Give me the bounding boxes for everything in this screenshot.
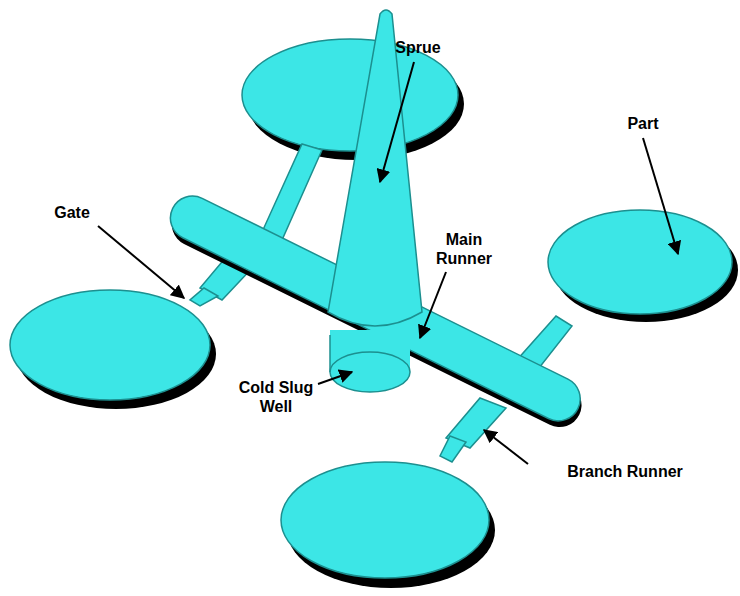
leader-arrow: [643, 138, 678, 254]
leader-arrow: [318, 372, 352, 384]
sprue-label: Sprue: [373, 38, 463, 57]
leader-arrow: [420, 272, 446, 338]
part-label: Part: [598, 114, 688, 133]
leader-arrow: [484, 430, 528, 464]
branch-runner-label: Branch Runner: [535, 462, 715, 481]
gate-label: Gate: [27, 203, 117, 222]
main-runner-label: Main Runner: [429, 230, 499, 268]
cold-slug-well: [330, 330, 410, 392]
part-disc: [548, 210, 732, 314]
leader-arrow: [380, 62, 414, 182]
part-disc: [10, 290, 210, 400]
leader-arrow: [98, 226, 184, 298]
part-disc: [281, 462, 489, 578]
sprue-cone: [328, 10, 422, 326]
cold-slug-well-label: Cold Slug Well: [233, 378, 319, 416]
